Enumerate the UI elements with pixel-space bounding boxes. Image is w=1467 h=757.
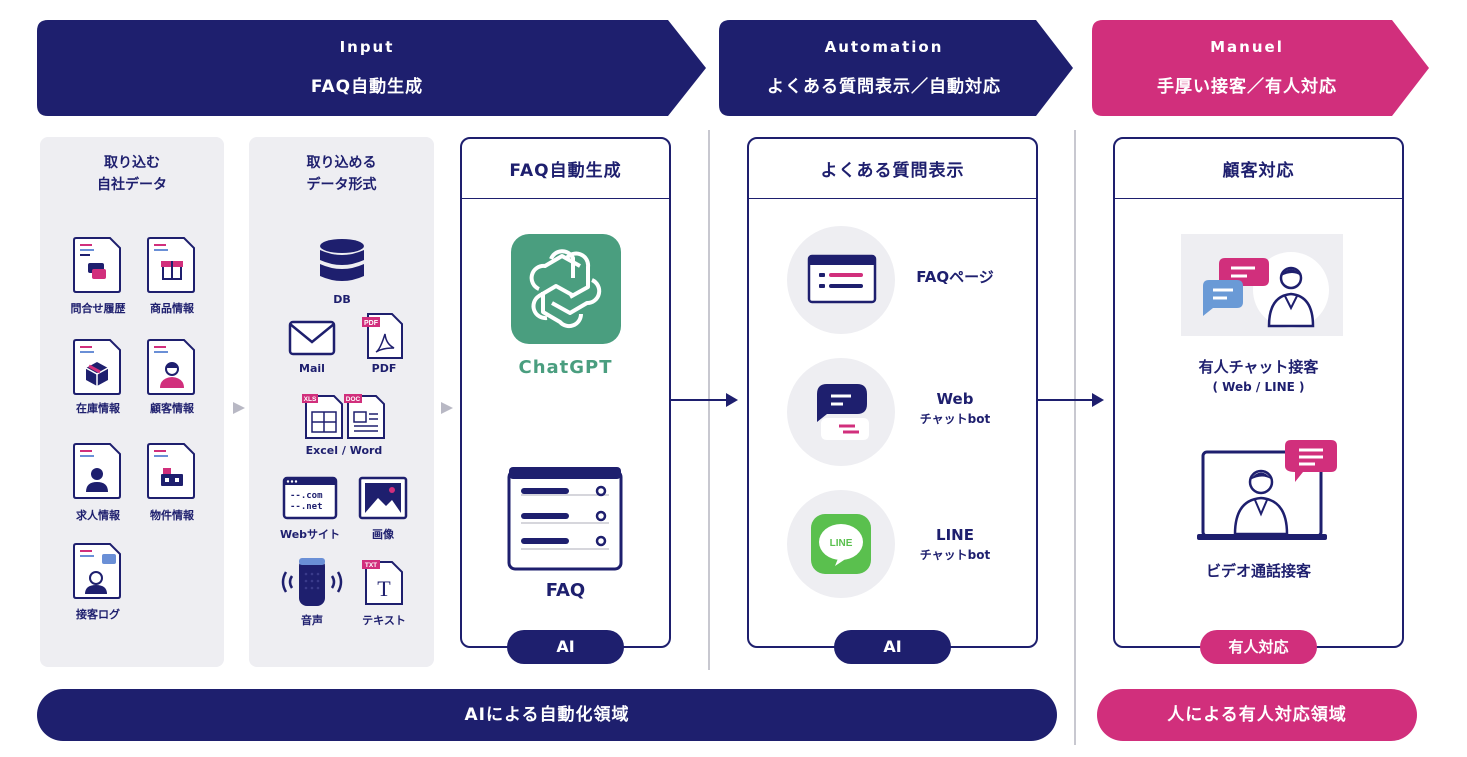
item-label: 求人情報 <box>76 509 120 522</box>
format-label: Mail <box>299 362 325 375</box>
svg-text:--.com: --.com <box>290 491 323 501</box>
website-icon: --.com --.net <box>282 476 338 520</box>
input-header-title: FAQ自動生成 <box>310 77 424 97</box>
faq-display-title: よくある質問表示 <box>820 161 965 181</box>
human-service-area: 人による有人対応領域 <box>1097 689 1417 741</box>
faq-page-icon <box>787 226 895 334</box>
item-label: 商品情報 <box>150 302 194 315</box>
video-call-label: ビデオ通話接客 <box>1205 562 1311 580</box>
faq-page-label: FAQページ <box>916 268 994 286</box>
faq-list-icon <box>507 467 623 571</box>
ai-pill: AI <box>507 630 624 664</box>
customer-info-icon <box>147 339 195 395</box>
video-call-icon <box>1197 440 1337 540</box>
svg-text:TXT: TXT <box>365 562 377 569</box>
item-label: 物件情報 <box>150 509 194 522</box>
property-info-icon <box>147 443 195 499</box>
arrow-right-icon <box>1092 393 1104 407</box>
manuel-header-bar <box>1092 20 1429 116</box>
job-info-icon <box>73 443 121 499</box>
service-log-icon <box>73 543 121 599</box>
item-label: 在庫情報 <box>76 402 120 415</box>
customer-service-title: 顧客対応 <box>1222 161 1295 181</box>
faq-label: FAQ <box>545 580 586 601</box>
web-chatbot-label: Web <box>936 390 974 408</box>
inventory-info-icon <box>73 339 121 395</box>
faq-generation-panel <box>460 137 671 648</box>
item-label: 接客ログ <box>76 608 120 621</box>
line-chatbot-icon: LINE <box>787 490 895 598</box>
company-data-title: 取り込む 自社データ <box>97 155 167 193</box>
human-chat-sub: ( Web / LINE ) <box>1212 380 1305 394</box>
manuel-header-sub: Manuel <box>1210 38 1284 56</box>
format-label: Webサイト <box>279 528 341 541</box>
input-header-bar <box>37 20 706 116</box>
text-file-icon: TXT T <box>362 560 403 605</box>
manuel-header-title: 手厚い接客／有人対応 <box>1157 77 1337 97</box>
line-chatbot-label: LINE <box>936 526 974 544</box>
inquiry-history-icon <box>73 237 121 293</box>
automation-header-bar <box>719 20 1073 116</box>
svg-text:LINE: LINE <box>830 538 853 549</box>
line-chatbot-sub: チャットbot <box>919 548 991 562</box>
excel-word-icon: XLS DOC <box>302 394 385 439</box>
company-data-column <box>40 137 224 667</box>
item-label: 問合せ履歴 <box>70 302 126 315</box>
data-format-title: 取り込める データ形式 <box>306 155 377 193</box>
format-label: テキスト <box>362 614 406 627</box>
format-label: PDF <box>371 362 397 375</box>
automation-header-sub: Automation <box>824 38 944 56</box>
human-chat-icon <box>1181 234 1343 336</box>
svg-text:--.net: --.net <box>290 502 323 512</box>
arrow-right-icon <box>726 393 738 407</box>
svg-text:DOC: DOC <box>346 396 361 403</box>
product-info-icon <box>147 237 195 293</box>
svg-text:T: T <box>377 576 391 601</box>
faq-generation-title: FAQ自動生成 <box>509 161 622 181</box>
arrow-right-icon <box>441 402 453 414</box>
image-icon <box>358 476 408 520</box>
svg-text:PDF: PDF <box>364 320 379 327</box>
format-label: Excel / Word <box>305 444 383 457</box>
mail-icon <box>288 320 336 356</box>
voice-speaker-icon <box>281 558 343 606</box>
database-icon <box>320 239 364 281</box>
chatgpt-label: ChatGPT <box>518 357 613 378</box>
svg-text:XLS: XLS <box>304 396 317 403</box>
human-pill: 有人対応 <box>1200 630 1317 664</box>
format-label: 画像 <box>372 528 394 541</box>
customer-service-panel <box>1113 137 1404 648</box>
format-label: 音声 <box>301 614 323 627</box>
format-label: DB <box>333 293 351 306</box>
web-chatbot-sub: チャットbot <box>919 412 991 426</box>
web-chatbot-icon <box>787 358 895 466</box>
ai-pill: AI <box>834 630 951 664</box>
item-label: 顧客情報 <box>150 402 194 415</box>
human-chat-label: 有人チャット接客 <box>1198 358 1319 376</box>
ai-automation-area: AIによる自動化領域 <box>37 689 1057 741</box>
arrow-right-icon <box>233 402 245 414</box>
pdf-icon: PDF <box>362 313 403 359</box>
chatgpt-logo-icon <box>511 234 621 344</box>
input-header-sub: Input <box>339 38 395 56</box>
automation-header-title: よくある質問表示／自動対応 <box>767 77 1001 97</box>
